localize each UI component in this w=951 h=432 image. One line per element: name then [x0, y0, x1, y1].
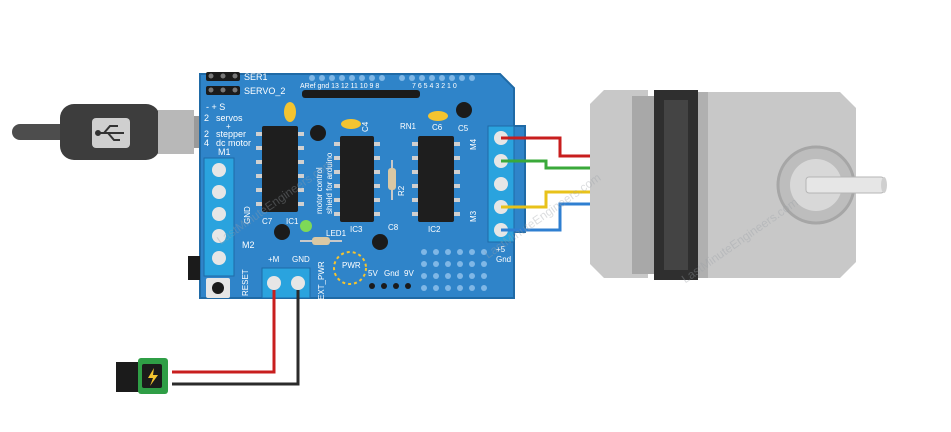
ic2-chip: [412, 136, 460, 222]
pwr-jumper: [333, 251, 367, 285]
wire-red-motor: [501, 136, 600, 158]
plus5-label: +5: [496, 245, 506, 254]
servos-count: 2: [204, 113, 209, 123]
dc-barrel-jack: [116, 358, 168, 394]
gnd-right-label: Gnd: [496, 255, 511, 264]
c4-label: C4: [361, 121, 370, 132]
m3-label: M3: [469, 210, 478, 222]
capacitor-c7: [274, 224, 290, 240]
motor-wires: [501, 136, 600, 232]
rn1-label: RN1: [400, 122, 417, 131]
usb-icon: [95, 125, 124, 141]
c5-label: C5: [458, 124, 469, 133]
led1-label: LED1: [326, 229, 347, 238]
stepper-plus: +: [226, 122, 231, 131]
reset-button[interactable]: [206, 278, 230, 298]
gnd-power-label: Gnd: [384, 269, 399, 278]
resistor-led-body: [312, 237, 330, 245]
ic2-label: IC2: [428, 225, 441, 234]
stepper-count: 2: [204, 129, 209, 139]
m2-label: M2: [242, 240, 255, 250]
power-header: [369, 283, 411, 289]
gnd-bottom-label: GND: [292, 255, 310, 264]
dcmotor-count: 4: [204, 138, 209, 148]
pwr-label: PWR: [342, 261, 361, 270]
motor-shield-board: SER1 SERVO_2 - + S 2 servos + 2 stepper …: [188, 72, 526, 300]
ext-pwr-label: EXT_PWR: [317, 261, 326, 300]
ic3-chip: [334, 136, 380, 222]
board-title-line1: motor control: [315, 167, 324, 214]
led1: [300, 220, 312, 232]
m1-label: M1: [218, 147, 231, 157]
stepper-label: stepper: [216, 129, 246, 139]
wire-yellow-motor: [501, 190, 600, 209]
capacitor-c4: [341, 119, 361, 129]
ic1-chip: [256, 126, 304, 212]
wire-blue-motor: [501, 202, 600, 232]
terminal-m1: [203, 157, 235, 277]
resistor-r2: [388, 160, 396, 200]
side-connector: [188, 256, 200, 280]
dcmotor-label: dc motor: [216, 138, 251, 148]
digital-header: [302, 75, 475, 98]
analog-header-grid: [421, 249, 487, 291]
terminal-ext-pwr: [261, 267, 311, 299]
digital-header-label: ARef gnd 13 12 11 10 9 8: [300, 83, 379, 90]
plus-m-label: +M: [268, 255, 280, 264]
gnd-side-label: GND: [243, 206, 252, 224]
ser1-label: SER1: [244, 72, 268, 82]
c6-label: C6: [432, 123, 443, 132]
wire-black-power: [172, 290, 300, 386]
usb-cable: [12, 104, 210, 160]
servo-pins-label: - + S: [206, 102, 225, 112]
ic3-label: IC3: [350, 225, 363, 234]
capacitor-c5: [456, 102, 472, 118]
terminal-m3-m4: [487, 125, 515, 243]
reset-label: RESET: [241, 269, 250, 296]
r2-label: R2: [397, 185, 406, 196]
lightning-icon: [148, 368, 158, 386]
header-ser1: [206, 72, 240, 81]
servos-label: servos: [216, 113, 243, 123]
ic1-label: IC1: [286, 217, 299, 226]
capacitor-c6: [428, 111, 448, 121]
power-wires: [172, 290, 300, 386]
wire-green-motor: [501, 159, 600, 170]
c7-label: C7: [262, 217, 273, 226]
five-v-label: 5V: [368, 269, 378, 278]
nine-v-label: 9V: [404, 269, 414, 278]
m4-label: M4: [469, 138, 478, 150]
capacitor-yellow: [284, 102, 296, 122]
c8-label: C8: [388, 223, 399, 232]
stepper-motor: [590, 90, 887, 280]
servo2-label: SERVO_2: [244, 86, 285, 96]
header-servo2: [206, 86, 240, 95]
capacitor-round: [310, 125, 326, 141]
wire-red-power: [172, 290, 276, 374]
digital-header-label-2: 7 6 5 4 3 2 1 0: [412, 83, 457, 90]
capacitor-c8: [372, 234, 388, 250]
board-title-line2: shield for arduino: [325, 152, 334, 214]
